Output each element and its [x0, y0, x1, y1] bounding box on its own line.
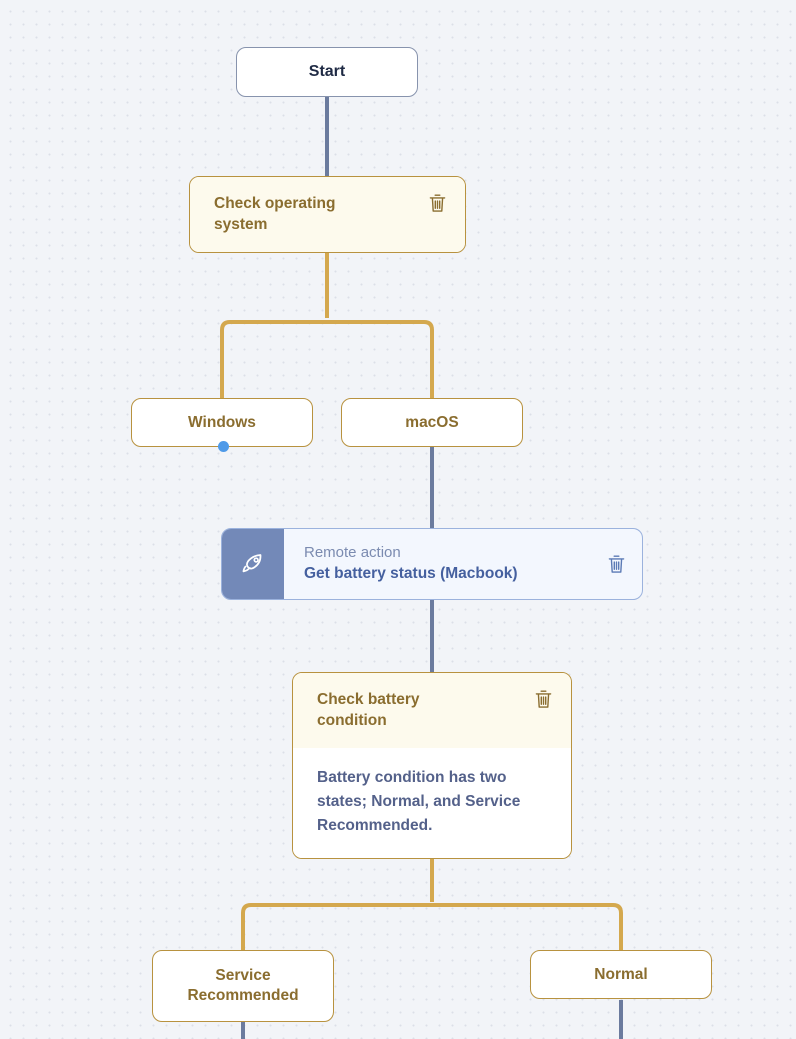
node-normal[interactable]: Normal: [530, 950, 712, 999]
trash-icon[interactable]: [428, 193, 447, 214]
node-macos[interactable]: macOS: [341, 398, 523, 447]
trash-icon[interactable]: [607, 554, 626, 575]
action-body: Remote action Get battery status (Macboo…: [284, 529, 642, 599]
node-macos-label: macOS: [405, 413, 459, 431]
node-title: Check operating system: [214, 195, 336, 234]
node-start-label: Start: [308, 63, 346, 80]
rocket-icon: [222, 529, 284, 599]
node-check-operating-system[interactable]: Check operating system: [189, 176, 466, 253]
node-check-battery-condition[interactable]: Check battery condition Battery conditio…: [292, 672, 572, 859]
node-header: Check operating system: [190, 177, 465, 252]
edge-check-battery-branch: [241, 903, 623, 950]
node-header: Check battery condition: [293, 673, 571, 748]
node-description: Battery condition has two states; Normal…: [293, 747, 571, 858]
node-normal-label: Normal: [594, 965, 648, 983]
node-windows[interactable]: Windows: [131, 398, 313, 452]
node-service-recommended-label: Service Recommended: [187, 967, 299, 1004]
node-start[interactable]: Start: [236, 47, 418, 97]
action-value: Get battery status (Macbook): [304, 565, 518, 583]
node-title: Check battery condition: [317, 691, 420, 730]
connection-dot[interactable]: [217, 440, 229, 452]
node-windows-label: Windows: [188, 413, 256, 431]
node-remote-action[interactable]: Remote action Get battery status (Macboo…: [221, 528, 643, 600]
trash-icon[interactable]: [534, 689, 553, 710]
action-text-group: Remote action Get battery status (Macboo…: [304, 543, 518, 585]
action-kind-label: Remote action: [304, 543, 401, 561]
edge-check-os-branch: [220, 320, 434, 398]
node-service-recommended[interactable]: Service Recommended: [152, 950, 334, 1022]
